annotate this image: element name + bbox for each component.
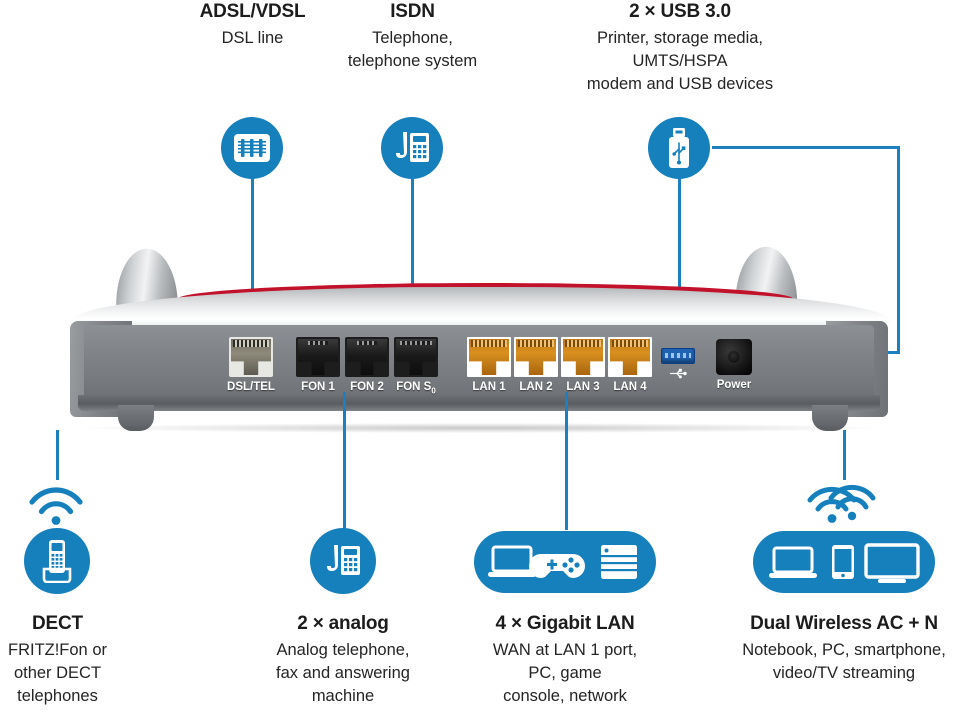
- port-fon-1[interactable]: FON 1: [296, 337, 340, 393]
- callout-usb-title: 2 × USB 3.0: [629, 1, 731, 22]
- usb-trident-glyph: [669, 368, 687, 379]
- badge-usb: [648, 117, 710, 179]
- callout-dsl-desc: DSL line: [221, 29, 284, 47]
- callout-lan: 4 × Gigabit LAN WAN at LAN 1 port, PC, g…: [465, 612, 665, 708]
- router-base: [78, 395, 880, 411]
- port-fon-2[interactable]: FON 2: [345, 337, 389, 393]
- port-lan-4[interactable]: LAN 4: [608, 337, 652, 393]
- router-shadow: [80, 423, 880, 433]
- port-usb-3[interactable]: [661, 348, 695, 379]
- wire-usb-down: [678, 176, 681, 348]
- fon-1-jack-icon: [296, 337, 340, 377]
- callout-dect-desc: FRITZ!Fon or other DECT telephones: [7, 641, 107, 705]
- callout-analog-desc: Analog telephone, fax and answering mach…: [276, 641, 410, 705]
- router-foot-right: [812, 405, 848, 431]
- callout-wifi-title: Dual Wireless AC + N: [750, 613, 938, 634]
- fritzbox-router: DSL/TEL FON 1 FON 2 FON S0 LAN 1: [60, 243, 900, 435]
- wire-usb-top-right: [712, 146, 900, 149]
- desk-telephone-icon: [396, 132, 429, 162]
- port-fon-s0[interactable]: FON S0: [394, 337, 438, 395]
- wire-dsl: [251, 176, 254, 342]
- port-label-fon-2: FON 2: [350, 381, 384, 393]
- port-label-lan-4: LAN 4: [613, 381, 647, 393]
- callout-usb: 2 × USB 3.0 Printer, storage media, UMTS…: [530, 0, 830, 96]
- laptop-gamepad-switch-icon: [488, 545, 637, 579]
- lan-4-jack-icon: [608, 337, 652, 377]
- callout-usb-desc: Printer, storage media, UMTS/HSPA modem …: [586, 29, 774, 93]
- router-foot-left: [118, 405, 154, 431]
- lan-2-jack-icon: [514, 337, 558, 377]
- wire-isdn: [411, 176, 414, 342]
- callout-analog-title: 2 × analog: [297, 613, 389, 634]
- wire-usb-right-down: [897, 146, 900, 354]
- cordless-phone-icon: [42, 540, 72, 583]
- dsl-jack-icon: [234, 134, 270, 162]
- callout-isdn: ISDN Telephone, telephone system: [310, 0, 515, 73]
- callout-lan-desc: WAN at LAN 1 port, PC, game console, net…: [492, 641, 638, 705]
- callout-wifi: Dual Wireless AC + N Notebook, PC, smart…: [714, 612, 960, 685]
- callout-wifi-desc: Notebook, PC, smartphone, video/TV strea…: [742, 641, 946, 682]
- callout-isdn-desc: Telephone, telephone system: [347, 29, 478, 70]
- port-label-lan-2: LAN 2: [519, 381, 553, 393]
- usb3-jack-icon: [661, 348, 695, 364]
- wire-wifi: [843, 430, 846, 480]
- callout-isdn-title: ISDN: [390, 1, 435, 22]
- callout-lan-title: 4 × Gigabit LAN: [495, 613, 635, 634]
- port-label-fon-1: FON 1: [301, 381, 335, 393]
- fon-s0-jack-icon: [394, 337, 438, 377]
- lan-3-jack-icon: [561, 337, 605, 377]
- port-label-lan-3: LAN 3: [566, 381, 600, 393]
- callout-dect: DECT FRITZ!Fon or other DECT telephones: [0, 612, 150, 708]
- power-jack-icon: [716, 339, 752, 375]
- wire-lan: [565, 392, 568, 530]
- port-power[interactable]: Power: [716, 339, 752, 391]
- badge-isdn: [381, 117, 443, 179]
- usb-stick-icon: [669, 128, 689, 168]
- laptop-phone-monitor-icon: [769, 543, 920, 583]
- dsl-tel-jack-icon: [229, 337, 273, 377]
- wire-analog: [343, 392, 346, 530]
- port-lan-1[interactable]: LAN 1: [467, 337, 511, 393]
- port-lan-3[interactable]: LAN 3: [561, 337, 605, 393]
- usb-trident-icon: [668, 368, 688, 379]
- port-label-fon-s0: FON S0: [396, 381, 436, 396]
- badge-analog: [310, 528, 376, 594]
- port-label-dsl-tel: DSL/TEL: [227, 381, 275, 393]
- dual-wifi-icon: [805, 482, 883, 528]
- dect-wifi-icon: [27, 484, 85, 526]
- port-label-lan-1: LAN 1: [472, 381, 506, 393]
- wire-dect: [56, 430, 59, 480]
- lan-1-jack-icon: [467, 337, 511, 377]
- desk-telephone-icon: [327, 545, 360, 575]
- callout-dsl-title: ADSL/VDSL: [199, 1, 306, 22]
- badge-dect: [24, 528, 90, 594]
- port-label-power: Power: [716, 379, 752, 391]
- port-dsl-tel[interactable]: DSL/TEL: [227, 337, 275, 393]
- callout-dect-title: DECT: [32, 613, 83, 634]
- fon-2-jack-icon: [345, 337, 389, 377]
- badge-lan: [474, 531, 656, 593]
- port-lan-2[interactable]: LAN 2: [514, 337, 558, 393]
- callout-dsl: ADSL/VDSL DSL line: [150, 0, 355, 50]
- badge-dsl: [221, 117, 283, 179]
- badge-wifi: [753, 531, 935, 593]
- callout-analog: 2 × analog Analog telephone, fax and ans…: [243, 612, 443, 708]
